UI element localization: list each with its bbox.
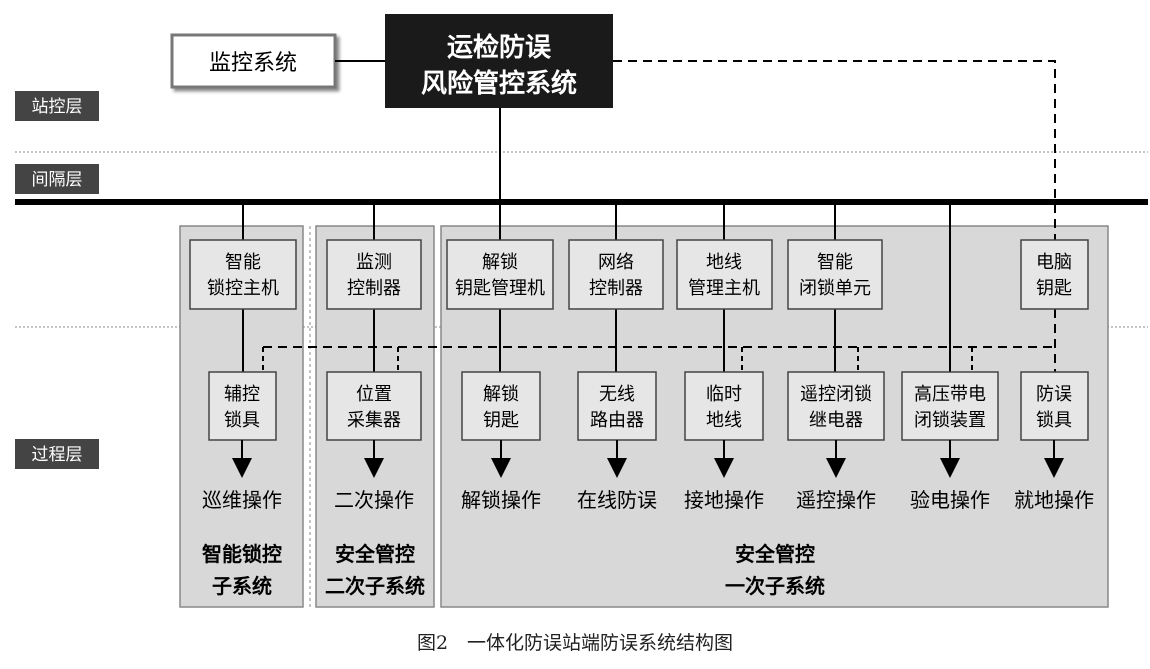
upper-box-line2: 锁控主机 xyxy=(207,278,279,299)
panel-title-line2: 二次子系统 xyxy=(325,574,425,598)
lower-box-temp-ground: 临时 地线 xyxy=(684,371,764,441)
panel-title-line2: 一次子系统 xyxy=(725,574,825,598)
station-layer-tag xyxy=(15,91,99,121)
upper-box-line2: 控制器 xyxy=(589,278,643,299)
upper-box-line1: 电脑 xyxy=(1036,252,1072,273)
upper-box-monitor-ctrl: 监测 控制器 xyxy=(326,239,422,310)
figure-caption: 图2 一体化防误站端防误系统结构图 xyxy=(417,632,733,654)
lower-box-unlock-key: 解锁 钥匙 xyxy=(461,371,541,441)
lower-box-line1: 解锁 xyxy=(483,384,519,405)
main-system-line1: 运检防误 xyxy=(447,32,552,63)
lower-box-line2: 路由器 xyxy=(590,410,644,431)
upper-box-lock-unit: 智能 闭锁单元 xyxy=(787,239,883,310)
upper-box-line2: 闭锁单元 xyxy=(799,278,871,299)
operation-label: 解锁操作 xyxy=(461,488,541,512)
lower-box-line2: 继电器 xyxy=(809,410,863,431)
panel-title-line1: 安全管控 xyxy=(335,542,415,566)
upper-box-line1: 智能 xyxy=(817,252,853,273)
operation-label: 遥控操作 xyxy=(796,488,876,512)
lower-box-line1: 遥控闭锁 xyxy=(800,384,872,405)
lower-box-line2: 地线 xyxy=(706,410,742,431)
lower-box-position-collector: 位置 采集器 xyxy=(326,371,422,441)
lower-box-line1: 辅控 xyxy=(224,384,260,405)
lower-box-line1: 无线 xyxy=(599,384,635,405)
upper-box-ground-host: 地线 管理主机 xyxy=(676,239,773,310)
upper-box-lock-host: 智能 锁控主机 xyxy=(189,239,297,310)
upper-box-net-ctrl: 网络 控制器 xyxy=(568,239,664,310)
lower-box-remote-relay: 遥控闭锁 继电器 xyxy=(787,371,885,441)
station-layer-label: 站控层 xyxy=(32,97,83,117)
operation-label: 就地操作 xyxy=(1014,488,1094,512)
panel-title-line2: 子系统 xyxy=(212,574,272,598)
upper-box-line1: 解锁 xyxy=(482,252,518,273)
main-system-line2: 风险管控系统 xyxy=(421,68,577,99)
operation-label: 巡维操作 xyxy=(202,488,282,512)
upper-box-line2: 控制器 xyxy=(347,278,401,299)
panel-title-line1: 智能锁控 xyxy=(202,542,282,566)
upper-box-line2: 管理主机 xyxy=(688,278,760,299)
operation-label: 在线防误 xyxy=(577,488,657,512)
operation-label: 接地操作 xyxy=(684,488,764,512)
lower-box-line1: 位置 xyxy=(356,384,392,405)
lower-box-line2: 锁具 xyxy=(224,410,260,431)
bay-layer-label: 间隔层 xyxy=(32,170,83,190)
upper-box-line2: 钥匙 xyxy=(1036,278,1072,299)
upper-box-line1: 网络 xyxy=(598,252,634,273)
lower-box-line1: 防误 xyxy=(1036,384,1072,405)
lower-box-line2: 钥匙 xyxy=(483,410,519,431)
upper-box-line2: 钥匙管理机 xyxy=(455,278,545,299)
process-layer-tag xyxy=(15,439,99,469)
lower-box-aux-lock: 辅控 锁具 xyxy=(208,371,277,441)
monitor-system-box xyxy=(170,33,337,89)
operation-label: 二次操作 xyxy=(334,488,414,512)
main-to-key-dashed-link xyxy=(613,60,1056,240)
upper-box-line1: 地线 xyxy=(706,252,742,273)
upper-box-computer-key: 电脑 钥匙 xyxy=(1020,239,1089,310)
upper-box-key-manager: 解锁 钥匙管理机 xyxy=(446,239,554,310)
lower-box-line2: 采集器 xyxy=(347,410,401,431)
upper-box-line1: 智能 xyxy=(225,252,261,273)
lower-box-line1: 高压带电 xyxy=(914,384,986,405)
main-system-box xyxy=(385,14,613,108)
lower-box-line2: 闭锁装置 xyxy=(914,410,986,431)
monitor-system-label: 监控系统 xyxy=(209,51,297,76)
panel-title-line1: 安全管控 xyxy=(735,542,815,566)
lower-box-anti-misop-lock: 防误 锁具 xyxy=(1020,371,1089,441)
process-layer-label: 过程层 xyxy=(32,445,83,465)
upper-box-line1: 监测 xyxy=(356,252,392,273)
lower-box-hv-lock-device: 高压带电 闭锁装置 xyxy=(901,371,999,441)
lower-box-line2: 锁具 xyxy=(1036,410,1072,431)
lower-box-line1: 临时 xyxy=(706,384,742,405)
bay-layer-tag xyxy=(15,164,99,194)
operation-label: 验电操作 xyxy=(910,488,990,512)
lower-box-wireless-router: 无线 路由器 xyxy=(577,371,657,441)
